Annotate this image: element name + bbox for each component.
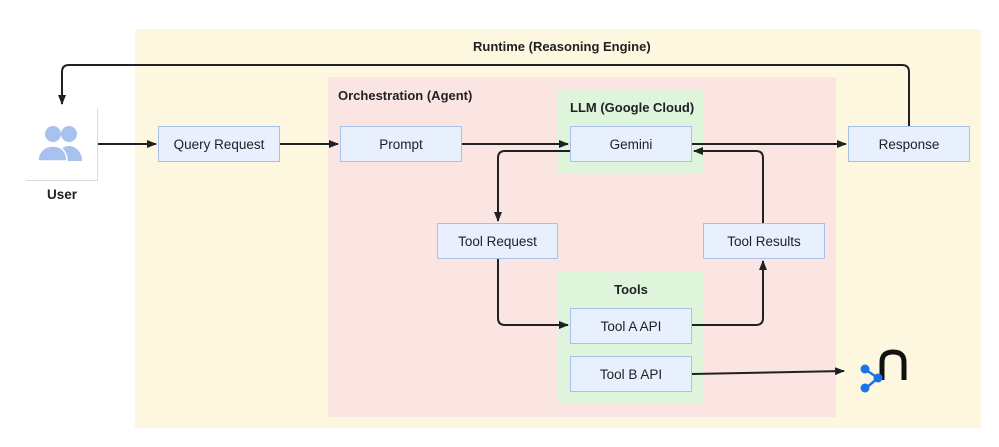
user-card <box>26 108 98 181</box>
arrow-tool-b-to-external <box>691 367 845 376</box>
arrow-tool-results-to-gemini <box>693 147 764 223</box>
tool-b-api-node: Tool B API <box>570 356 692 392</box>
tool-request-node: Tool Request <box>437 223 558 259</box>
tools-title: Tools <box>614 282 648 297</box>
orchestration-title: Orchestration (Agent) <box>338 88 473 103</box>
users-icon <box>37 126 82 162</box>
tool-results-node: Tool Results <box>703 223 825 259</box>
tool-a-api-node: Tool A API <box>570 308 692 344</box>
arrow-tool-a-to-tool-results <box>692 260 767 326</box>
llm-title: LLM (Google Cloud) <box>570 100 695 115</box>
connector-logo-icon <box>860 349 907 393</box>
arrow-tool-request-to-tool-a <box>497 259 569 329</box>
runtime-title: Runtime (Reasoning Engine) <box>473 39 651 54</box>
gemini-node: Gemini <box>570 126 692 162</box>
arrow-gemini-to-tool-request <box>494 150 570 222</box>
arrow-response-to-user <box>58 64 910 126</box>
user-label: User <box>46 187 78 202</box>
prompt-node: Prompt <box>340 126 462 162</box>
response-node: Response <box>848 126 970 162</box>
query-request-node: Query Request <box>158 126 280 162</box>
